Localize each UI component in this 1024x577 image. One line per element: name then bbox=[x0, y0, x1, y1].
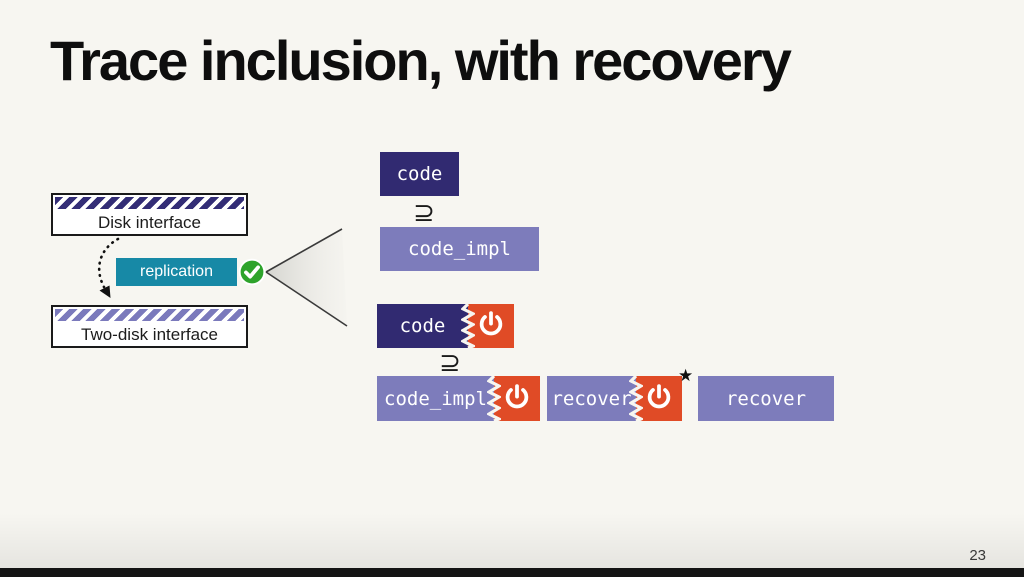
impl-code-crash-labelpart: code_impl bbox=[377, 376, 494, 421]
torn-edge bbox=[629, 376, 643, 421]
recover-crash-box: recover bbox=[547, 376, 682, 421]
recover-final-box: recover bbox=[698, 376, 834, 421]
spec-code-crash-labelpart: code bbox=[377, 304, 468, 348]
impl-code-crash-label: code_impl bbox=[384, 387, 487, 410]
recover-final-label: recover bbox=[725, 387, 807, 410]
disk-interface-label: Disk interface bbox=[98, 213, 201, 232]
power-icon bbox=[468, 304, 514, 348]
spec-code-crash-box: code bbox=[377, 304, 514, 348]
superset-symbol-bottom: ⊇ bbox=[439, 348, 461, 378]
power-icon bbox=[636, 376, 682, 421]
slide-title: Trace inclusion, with recovery bbox=[50, 29, 792, 92]
two-disk-interface-label: Two-disk interface bbox=[81, 325, 218, 344]
impl-code-label: code_impl bbox=[408, 238, 511, 260]
letterbox-bar bbox=[0, 568, 1024, 577]
hatch-strip-lilac bbox=[55, 309, 244, 321]
replication-label: replication bbox=[140, 263, 213, 280]
check-icon bbox=[238, 258, 266, 286]
torn-edge bbox=[461, 304, 475, 348]
power-icon bbox=[494, 376, 540, 421]
torn-edge bbox=[487, 376, 501, 421]
superset-symbol-top: ⊇ bbox=[413, 198, 435, 228]
hatch-strip-navy bbox=[55, 197, 244, 209]
spec-code-crash-label: code bbox=[399, 315, 446, 337]
dotted-arrow-icon bbox=[97, 237, 120, 298]
impl-code-crash-box: code_impl bbox=[377, 376, 540, 421]
impl-code-box: code_impl bbox=[380, 227, 539, 271]
recover-crash-labelpart: recover bbox=[547, 376, 636, 421]
spec-code-box: code bbox=[380, 152, 459, 196]
zoom-cone bbox=[265, 228, 348, 327]
kleene-star-symbol: ★ bbox=[678, 366, 694, 386]
bottom-gradient bbox=[0, 513, 1024, 568]
replication-badge: replication bbox=[116, 258, 237, 286]
spec-code-label: code bbox=[396, 163, 443, 185]
recover-crash-label: recover bbox=[551, 387, 632, 410]
disk-interface-box: Disk interface bbox=[51, 193, 248, 236]
page-number: 23 bbox=[969, 547, 986, 564]
two-disk-interface-box: Two-disk interface bbox=[51, 305, 248, 348]
